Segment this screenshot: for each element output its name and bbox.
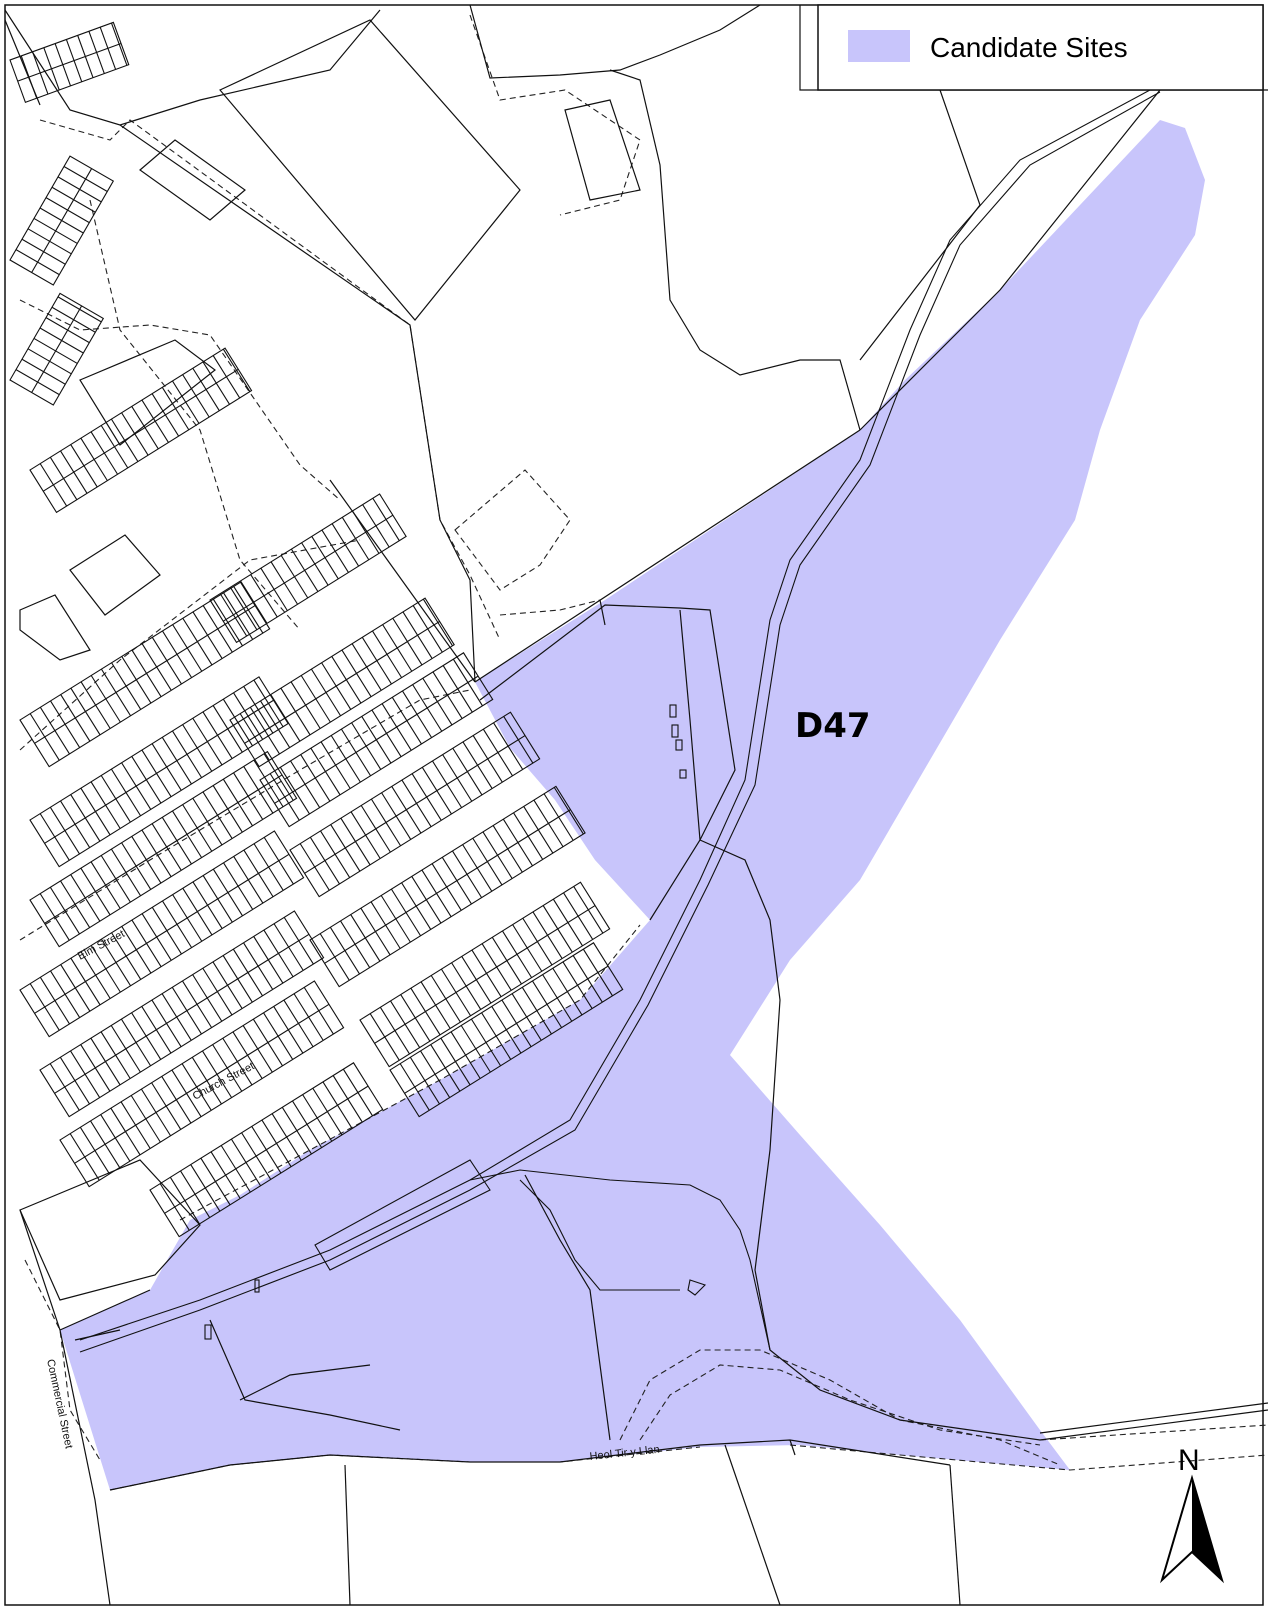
legend-swatch [848,30,910,62]
north-label: N [1178,1444,1200,1477]
site-label-d47[interactable]: D47 [795,706,871,746]
railway [79,89,1161,1353]
terraced-housing [9,21,624,1238]
legend: Candidate Sites [817,4,1264,91]
candidate-site-d47[interactable] [60,120,1205,1490]
north-arrow-icon: N [1160,1444,1224,1584]
outbuildings [204,704,687,1340]
roads [4,4,1268,1606]
legend-label: Candidate Sites [930,32,1128,63]
